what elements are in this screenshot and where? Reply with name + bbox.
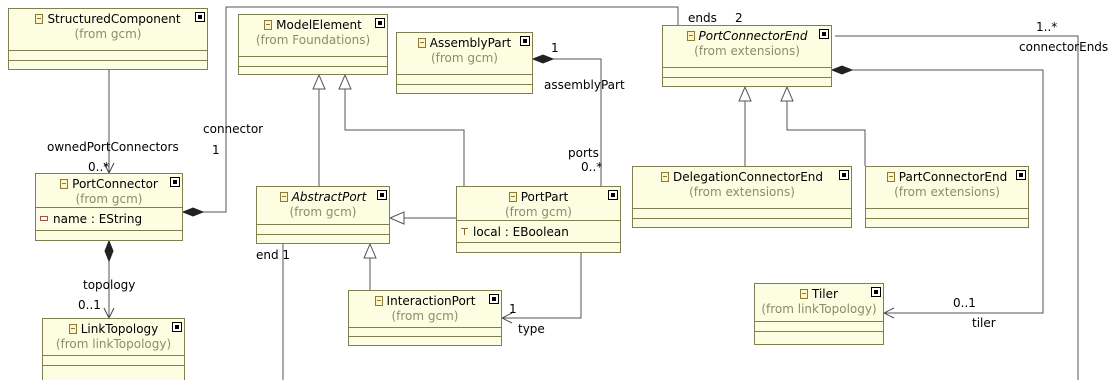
class-icon [279,192,288,202]
class-icon [374,296,383,306]
class-package: (from gcm) [391,309,459,323]
role-label-connector-ends: connectorEnds [1019,40,1109,54]
class-port-part[interactable]: PortPart (from gcm) local : EBoolean [456,186,621,253]
class-name: PartConnectorEnd [898,170,1008,184]
role-label-ports: ports [568,146,599,160]
role-label-tiler: tiler [972,316,996,330]
class-icon [508,192,517,202]
class-name: AssemblyPart [429,36,512,50]
class-port-connector[interactable]: PortConnector (from gcm) name : EString [35,173,183,241]
multiplicity-type: 1 [509,302,517,316]
edge-connectorends [835,35,1079,380]
role-label-connector: connector [203,122,264,136]
multiplicity-topology: 0..1 [78,298,101,312]
shortcut-icon [375,18,385,28]
composition-diamond-portconnector [181,207,205,217]
class-icon [661,172,669,182]
protected-visibility-icon [461,228,468,235]
class-package: (from extensions) [894,185,1000,199]
class-package: (from gcm) [75,192,143,206]
multiplicity-ports: 0..* [581,160,603,174]
edge-interactionport-type [502,253,582,318]
class-package: (from Foundations) [255,33,371,47]
class-icon [417,38,426,48]
role-label-type: type [518,322,545,336]
class-icon [800,289,809,299]
edge-portpart-modelelement [345,75,465,186]
role-label-topology: topology [83,278,136,292]
class-icon [68,324,77,334]
class-name: PortConnectorEnd [698,29,808,43]
class-delegation-connector-end[interactable]: DelegationConnectorEnd (from extensions) [632,166,852,228]
shortcut-icon [1016,170,1026,180]
role-label-ends: ends [688,11,717,25]
shortcut-icon [172,322,182,332]
class-name: AbstractPort [291,190,367,204]
class-package: (from gcm) [504,205,572,219]
edge-tiler [832,69,1044,313]
multiplicity-assembly-part: 1 [551,41,559,55]
class-tiler[interactable]: Tiler (from linkTopology) [754,283,884,345]
shortcut-icon [839,170,849,180]
attribute-row[interactable]: name : EString [36,211,182,227]
class-name: PortPart [520,190,569,204]
class-name: Tiler [812,287,838,301]
class-package: (from gcm) [74,27,142,41]
shortcut-icon [608,190,618,200]
attribute-text: name : EString [53,212,143,226]
multiplicity-tiler: 0..1 [953,296,976,310]
class-abstract-port[interactable]: AbstractPort (from gcm) [256,186,390,244]
class-icon [264,20,273,30]
class-package: (from gcm) [430,51,498,65]
class-model-element[interactable]: ModelElement (from Foundations) [238,14,388,75]
class-name: ModelElement [276,18,362,32]
composition-diamond-portconnectorend [830,65,854,75]
private-visibility-icon [40,216,48,221]
class-port-connector-end[interactable]: PortConnectorEnd (from extensions) [662,25,832,87]
shortcut-icon [871,287,881,297]
class-name: PortConnector [72,177,158,191]
class-package: (from extensions) [694,44,800,58]
class-structured-component[interactable]: StructuredComponent (from gcm) [8,8,208,70]
class-package: (from linkTopology) [761,302,877,316]
class-package: (from extensions) [689,185,795,199]
class-name: LinkTopology [80,322,159,336]
attribute-row[interactable]: local : EBoolean [457,224,620,240]
class-name: StructuredComponent [47,12,181,26]
shortcut-icon [489,294,499,304]
class-package: (from linkTopology) [55,337,172,351]
role-label-owned-port-connectors: ownedPortConnectors [47,140,179,154]
composition-diamond-portconnector-topology [104,239,114,263]
multiplicity-connector: 1 [212,143,220,157]
class-icon [886,172,895,182]
role-label-end-port: end 1 [256,248,291,262]
edge-partend-portconnectorend [787,87,866,166]
class-name: DelegationConnectorEnd [673,170,823,184]
edge-connector-ends [183,6,679,213]
edge-assemblypart-ports [533,58,602,186]
multiplicity-owned-port-connectors: 0..* [88,160,110,174]
composition-diamond-assemblypart [531,54,555,64]
class-assembly-part[interactable]: AssemblyPart (from gcm) [396,32,533,94]
shortcut-icon [170,177,180,187]
multiplicity-ends: 2 [735,11,743,25]
class-icon [35,14,44,24]
role-label-assembly-part: assemblyPart [544,78,625,92]
class-icon [686,31,695,41]
class-part-connector-end[interactable]: PartConnectorEnd (from extensions) [865,166,1029,228]
class-name: InteractionPort [386,294,476,308]
shortcut-icon [377,190,387,200]
class-icon [60,179,69,189]
attribute-text: local : EBoolean [473,225,569,239]
class-link-topology[interactable]: LinkTopology (from linkTopology) [42,318,185,380]
shortcut-icon [195,12,205,22]
multiplicity-connector-ends: 1..* [1036,20,1058,34]
shortcut-icon [819,29,829,39]
shortcut-icon [520,36,530,46]
class-package: (from gcm) [289,205,357,219]
class-interaction-port[interactable]: InteractionPort (from gcm) [348,290,502,346]
